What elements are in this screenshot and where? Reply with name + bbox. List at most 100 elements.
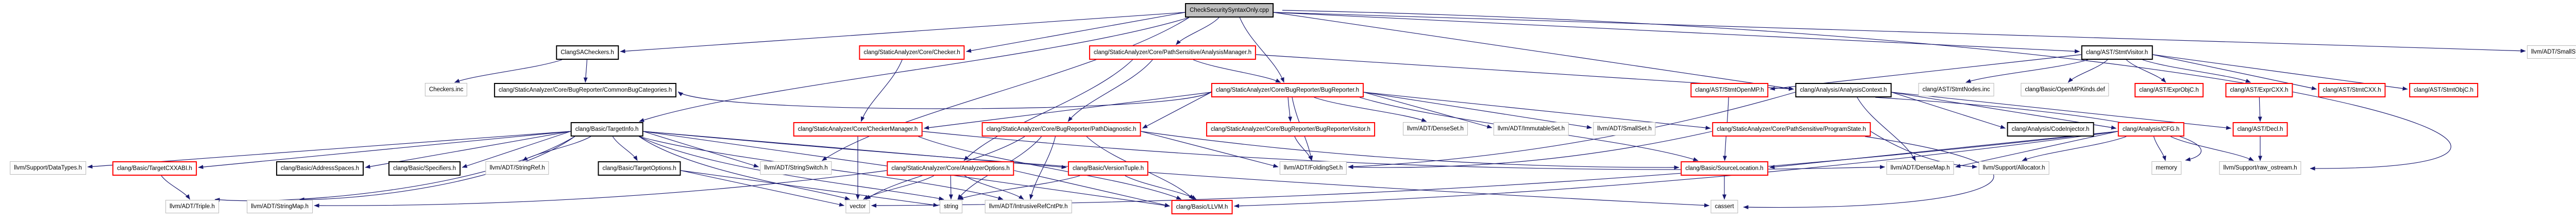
edge-targetoptions-to-vector xyxy=(681,170,844,207)
node-targetinfo[interactable]: clang/Basic/TargetInfo.h xyxy=(570,122,643,137)
node-allocator: llvm/Support/Allocator.h xyxy=(1978,161,2049,175)
edge-targetoptions-to-string xyxy=(681,170,939,207)
node-immutableset: llvm/ADT/ImmutableSet.h xyxy=(1493,122,1569,136)
edge-checker-to-checkermanager xyxy=(860,59,903,122)
edge-cpp-to-targetinfo xyxy=(639,17,1190,122)
node-specifiers[interactable]: clang/Basic/Specifiers.h xyxy=(388,161,461,176)
node-densemap: llvm/ADT/DenseMap.h xyxy=(1886,161,1954,175)
edge-cpp-to-stmtvisitor xyxy=(1273,12,2080,54)
edge-analysiscontext-to-codeinjector xyxy=(1891,92,2006,129)
edge-analysismanager-to-analyzeroptions xyxy=(963,59,1133,161)
node-stmtvisitor[interactable]: clang/AST/StmtVisitor.h xyxy=(2081,45,2153,60)
edge-cfg-to-allocator xyxy=(2022,136,2127,161)
edge-targetinfo-to-targetoptions xyxy=(612,136,638,161)
edge-targetinfo-to-vector xyxy=(639,136,850,200)
edge-cfg-to-densemap xyxy=(1955,131,2118,168)
edge-cpp-to-analysiscontext xyxy=(1273,12,1794,91)
edge-sacheckers-to-checkersinc xyxy=(454,59,562,83)
node-memory: memory xyxy=(2151,161,2181,175)
edge-analysiscontext-to-foldingset xyxy=(1348,92,1795,169)
edge-targetinfo-to-stringref xyxy=(522,136,591,161)
node-stmtcxx[interactable]: clang/AST/StmtCXX.h xyxy=(2318,83,2386,97)
edge-sacheckers-to-commonbug xyxy=(583,59,588,83)
edge-analyzeroptions-to-vector xyxy=(863,175,934,200)
node-smallstring: llvm/ADT/SmallString.h xyxy=(2527,45,2576,59)
edge-cpp-to-smallstring xyxy=(1273,12,2526,53)
node-exprcxx[interactable]: clang/AST/ExprCXX.h xyxy=(2225,83,2293,97)
edge-bugreporter-to-pathdiagnostic xyxy=(1142,92,1212,129)
node-sourcelocation[interactable]: clang/Basic/SourceLocation.h xyxy=(1681,161,1768,176)
edge-bugreporter-to-brvisitor xyxy=(1287,97,1293,122)
node-stringswitch: llvm/ADT/StringSwitch.h xyxy=(760,161,832,175)
edge-programstate-to-allocator xyxy=(1870,131,1977,169)
edge-analyzeroptions-to-stringmap xyxy=(314,170,887,208)
edge-exprcxx-to-decl xyxy=(2258,97,2262,122)
node-smallset: llvm/ADT/SmallSet.h xyxy=(1593,122,1656,136)
edge-versiontuple-to-string xyxy=(958,175,1080,200)
edge-stmtvisitor-to-stmtnodes xyxy=(1965,59,2089,83)
node-pathdiagnostic[interactable]: clang/StaticAnalyzer/Core/BugReporter/Pa… xyxy=(981,122,1141,137)
node-checker[interactable]: clang/StaticAnalyzer/Core/Checker.h xyxy=(859,45,965,60)
edge-targetinfo-to-cassert xyxy=(643,131,1709,208)
edge-stmtvisitor-to-openmpkinds xyxy=(2067,59,2108,83)
node-stmtnodes: clang/AST/StmtNodes.inc xyxy=(1918,83,1994,96)
edge-versiontuple-to-llvmh xyxy=(1125,175,1197,200)
edge-cfg-to-memory xyxy=(2153,136,2166,161)
edge-programstate-to-cassert xyxy=(1743,136,1994,210)
edge-targetinfo-to-targetcxxabi xyxy=(198,131,571,170)
node-stringref: llvm/ADT/StringRef.h xyxy=(485,161,549,175)
edge-cpp-to-rawostream xyxy=(1282,10,2451,171)
node-programstate[interactable]: clang/StaticAnalyzer/Core/PathSensitive/… xyxy=(1712,122,1871,137)
node-stmtopenmp[interactable]: clang/AST/StmtOpenMP.h xyxy=(1690,83,1769,97)
node-stmtobjc[interactable]: clang/AST/StmtObjC.h xyxy=(2409,83,2478,97)
edge-programstate-to-foldingset xyxy=(1348,131,1713,170)
node-denseset: llvm/ADT/DenseSet.h xyxy=(1403,122,1468,136)
node-targetcxxabi[interactable]: clang/Basic/TargetCXXABI.h xyxy=(112,161,197,176)
node-foldingset: llvm/ADT/FoldingSet.h xyxy=(1279,161,1347,175)
node-sacheckers[interactable]: ClangSACheckers.h xyxy=(556,45,619,60)
edge-stmtvisitor-to-exprcxx xyxy=(2142,59,2251,83)
edge-cfg-to-llvmh xyxy=(1234,131,2118,208)
node-analyzeroptions[interactable]: clang/StaticAnalyzer/Core/AnalyzerOption… xyxy=(887,161,1014,176)
node-vector: vector xyxy=(845,200,870,213)
edge-targetinfo-to-string xyxy=(639,136,944,201)
node-bugreporter[interactable]: clang/StaticAnalyzer/Core/BugReporter/Bu… xyxy=(1211,83,1364,97)
edge-cpp-to-checker xyxy=(966,12,1185,53)
node-versiontuple[interactable]: clang/Basic/VersionTuple.h xyxy=(1067,161,1149,176)
node-exprobjc[interactable]: clang/AST/ExprObjC.h xyxy=(2134,83,2204,97)
node-datatypes: llvm/Support/DataTypes.h xyxy=(10,161,86,175)
node-cfg[interactable]: clang/Analysis/CFG.h xyxy=(2117,122,2184,137)
node-targetoptions[interactable]: clang/Basic/TargetOptions.h xyxy=(598,161,681,176)
node-analysismanager[interactable]: clang/StaticAnalyzer/Core/PathSensitive/… xyxy=(1089,45,1257,60)
node-intrusive: llvm/ADT/IntrusiveRefCntPtr.h xyxy=(985,200,1072,213)
node-addressspaces[interactable]: clang/Basic/AddressSpaces.h xyxy=(276,161,364,176)
edge-bugreporter-to-checkermanager xyxy=(924,92,1212,130)
edge-analyzeroptions-to-intrusive xyxy=(964,175,1024,200)
node-decl[interactable]: clang/AST/Decl.h xyxy=(2232,122,2288,137)
edge-stmtvisitor-to-exprobjc xyxy=(2126,59,2166,83)
node-cassert: cassert xyxy=(1710,200,1738,213)
edge-analysismanager-to-pathdiagnostic xyxy=(1067,59,1153,122)
edge-cpp-to-analysismanager xyxy=(1176,17,1219,45)
node-stringmap: llvm/ADT/StringMap.h xyxy=(247,200,313,213)
edge-targetinfo-to-stringmap xyxy=(299,136,575,202)
edge-pathdiagnostic-to-intrusive xyxy=(1029,136,1056,200)
node-codeinjector[interactable]: clang/Analysis/CodeInjector.h xyxy=(2007,122,2094,137)
edge-targetinfo-to-specifiers xyxy=(462,131,571,168)
node-rawostream: llvm/Support/raw_ostream.h xyxy=(2219,161,2301,175)
node-openmpkinds: clang/Basic/OpenMPKinds.def xyxy=(2021,83,2109,96)
node-brvisitor[interactable]: clang/StaticAnalyzer/Core/BugReporter/Bu… xyxy=(1206,122,1375,137)
node-llvmh[interactable]: clang/Basic/LLVM.h xyxy=(1171,200,1233,214)
edge-checkermanager-to-llvmh xyxy=(918,136,1182,200)
edge-bugreporter-to-immutableset xyxy=(1363,92,1493,129)
edge-stmtvisitor-to-stmtcxx xyxy=(2153,54,2317,90)
edge-bugreporter-to-denseset xyxy=(1314,97,1427,122)
node-triple: llvm/ADT/Triple.h xyxy=(165,200,219,213)
node-checkersinc: Checkers.inc xyxy=(425,83,468,96)
edge-analyzeroptions-to-llvmh xyxy=(1014,170,1170,207)
node-string: string xyxy=(939,200,963,213)
node-commonbug[interactable]: clang/StaticAnalyzer/Core/BugReporter/Co… xyxy=(494,83,677,97)
node-analysiscontext[interactable]: clang/Analysis/AnalysisContext.h xyxy=(1795,83,1892,97)
node-checkermanager[interactable]: clang/StaticAnalyzer/Core/CheckerManager… xyxy=(793,122,923,137)
